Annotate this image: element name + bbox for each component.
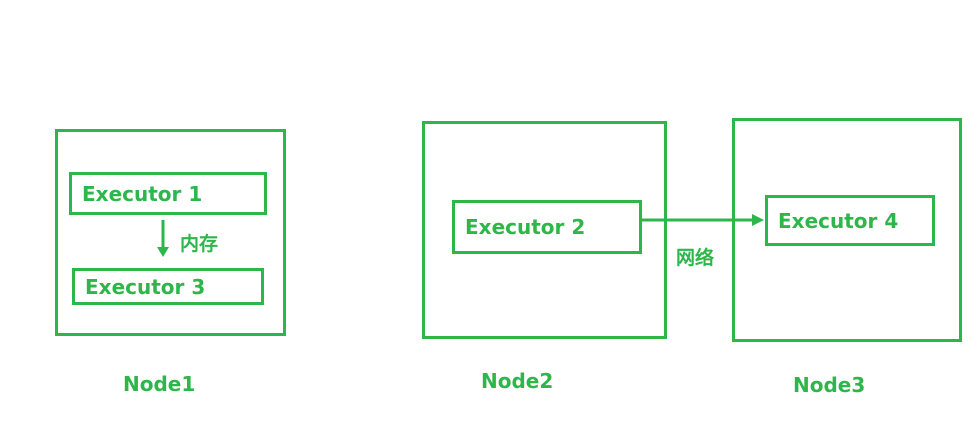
executor4-label: Executor 4	[778, 208, 899, 233]
edge-network-label: 网络	[676, 247, 715, 269]
executor3-box: Executor 3	[72, 268, 264, 305]
executor1-box: Executor 1	[69, 172, 267, 215]
node3-label: Node3	[793, 373, 866, 397]
executor3-label: Executor 3	[85, 274, 206, 299]
node2-label: Node2	[481, 369, 554, 393]
edge-network-arrow	[642, 214, 764, 226]
executor2-label: Executor 2	[465, 215, 586, 239]
node1-label: Node1	[123, 372, 196, 396]
executor2-box: Executor 2	[452, 200, 642, 254]
edge-memory-label: 内存	[180, 233, 219, 255]
executor1-label: Executor 1	[82, 181, 203, 206]
executor4-box: Executor 4	[765, 195, 935, 246]
edge-memory-arrow	[157, 220, 169, 257]
